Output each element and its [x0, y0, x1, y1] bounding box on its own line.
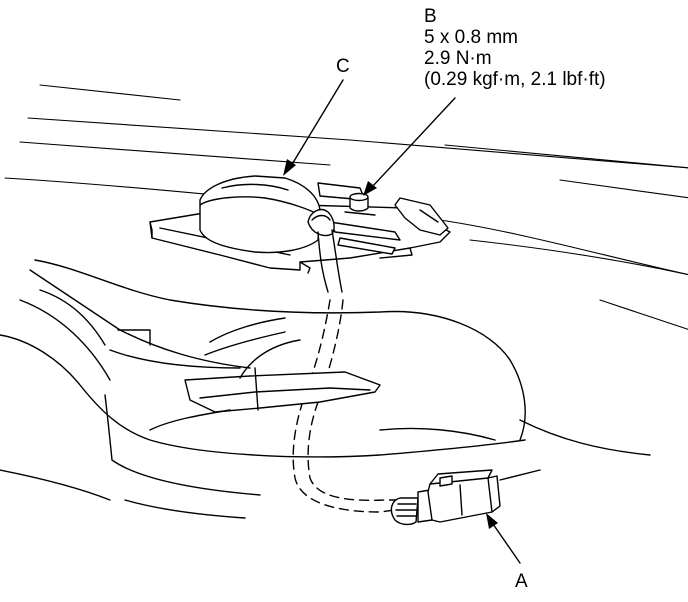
roof-contour-lines — [4, 84, 688, 330]
torque-spec-alt-units: (0.29 kgf·m, 2.1 lbf·ft) — [424, 69, 606, 90]
callout-label-b: B — [424, 6, 437, 27]
bracket-tabs — [317, 182, 449, 255]
roof-opening — [19, 259, 526, 441]
torque-spec-nm: 2.9 N·m — [424, 48, 492, 69]
bolt-spec-block: B 5 x 0.8 mm 2.9 N·m (0.29 kgf·m, 2.1 lb… — [424, 6, 606, 90]
leader-lines — [283, 79, 521, 564]
callout-label-c: C — [336, 56, 350, 77]
antenna-housing — [199, 175, 321, 254]
bolt-size-spec: 5 x 0.8 mm — [424, 27, 518, 48]
connector — [390, 469, 501, 526]
roof-panel-edge — [0, 334, 651, 519]
antenna-cable — [292, 229, 411, 513]
callout-label-a: A — [515, 571, 528, 592]
